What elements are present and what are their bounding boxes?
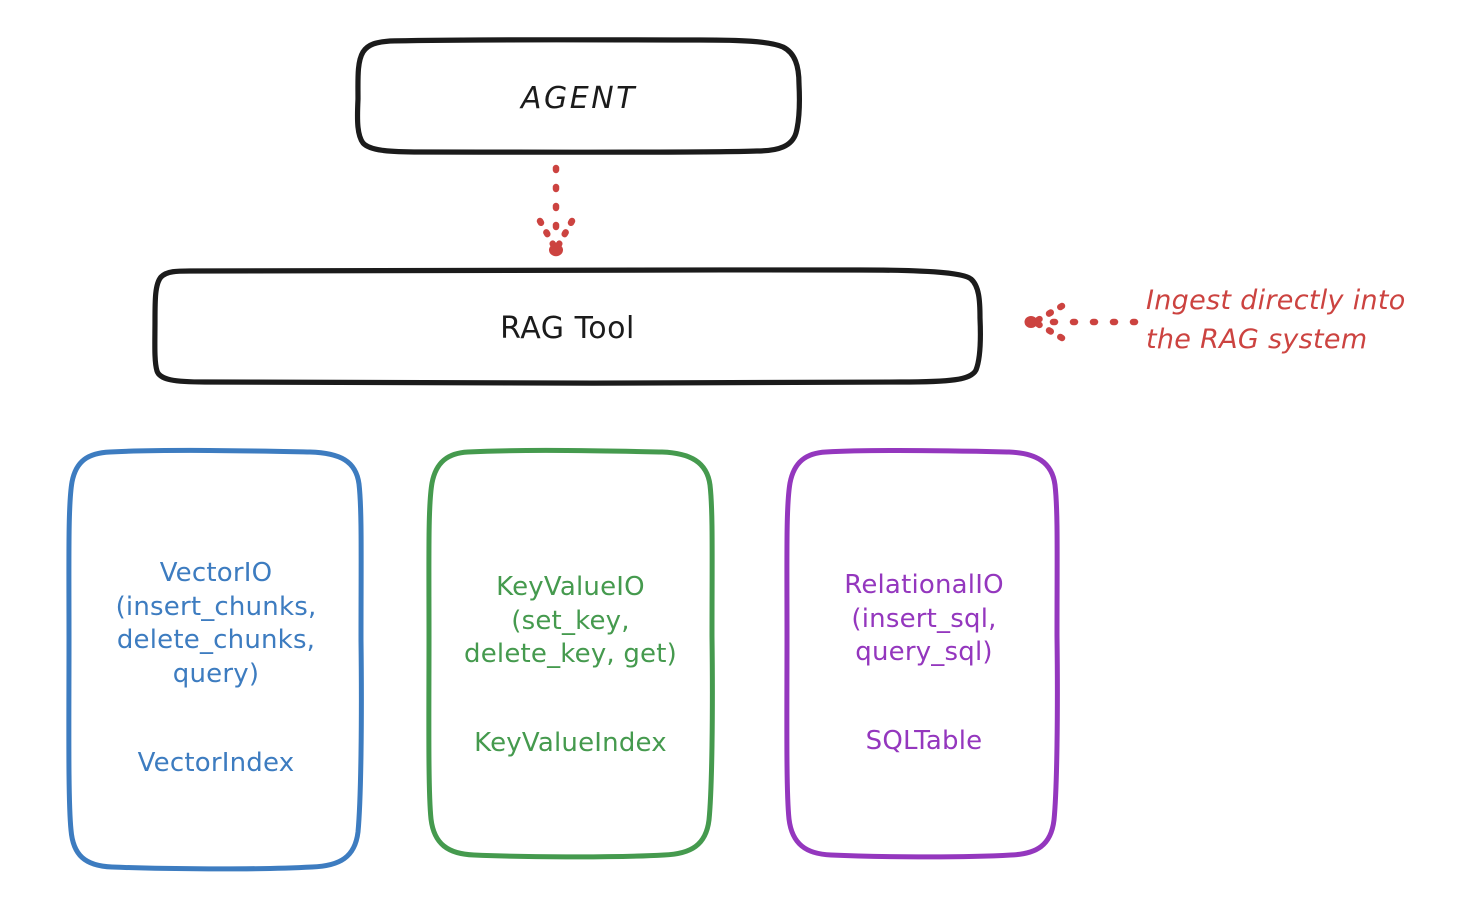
vector-io-api-label: VectorIO (insert_chunks, delete_chunks, … [115, 557, 317, 690]
vector-io-node-text: VectorIO (insert_chunks, delete_chunks, … [70, 536, 362, 801]
key-value-io-index-label: KeyValueIndex [474, 727, 667, 758]
key-value-io-node-text: KeyValueIO (set_key, delete_key, get) Ke… [428, 550, 713, 782]
relational-io-index-label: SQLTable [865, 725, 983, 756]
note-to-rag-connector [1024, 302, 1139, 342]
relational-io-api-label: RelationalIO (insert_sql, query_sql) [844, 569, 1004, 668]
key-value-io-api-label: KeyValueIO (set_key, delete_key, get) [464, 571, 677, 670]
rag-tool-node-label: RAG Tool [500, 311, 635, 346]
agent-node-label: AGENT [521, 81, 637, 116]
ingest-annotation-label: Ingest directly into the RAG system [1146, 285, 1406, 356]
agent-to-rag-connector [536, 164, 576, 257]
relational-io-node-text: RelationalIO (insert_sql, query_sql) SQL… [788, 548, 1060, 780]
vector-io-index-label: VectorIndex [137, 747, 295, 778]
